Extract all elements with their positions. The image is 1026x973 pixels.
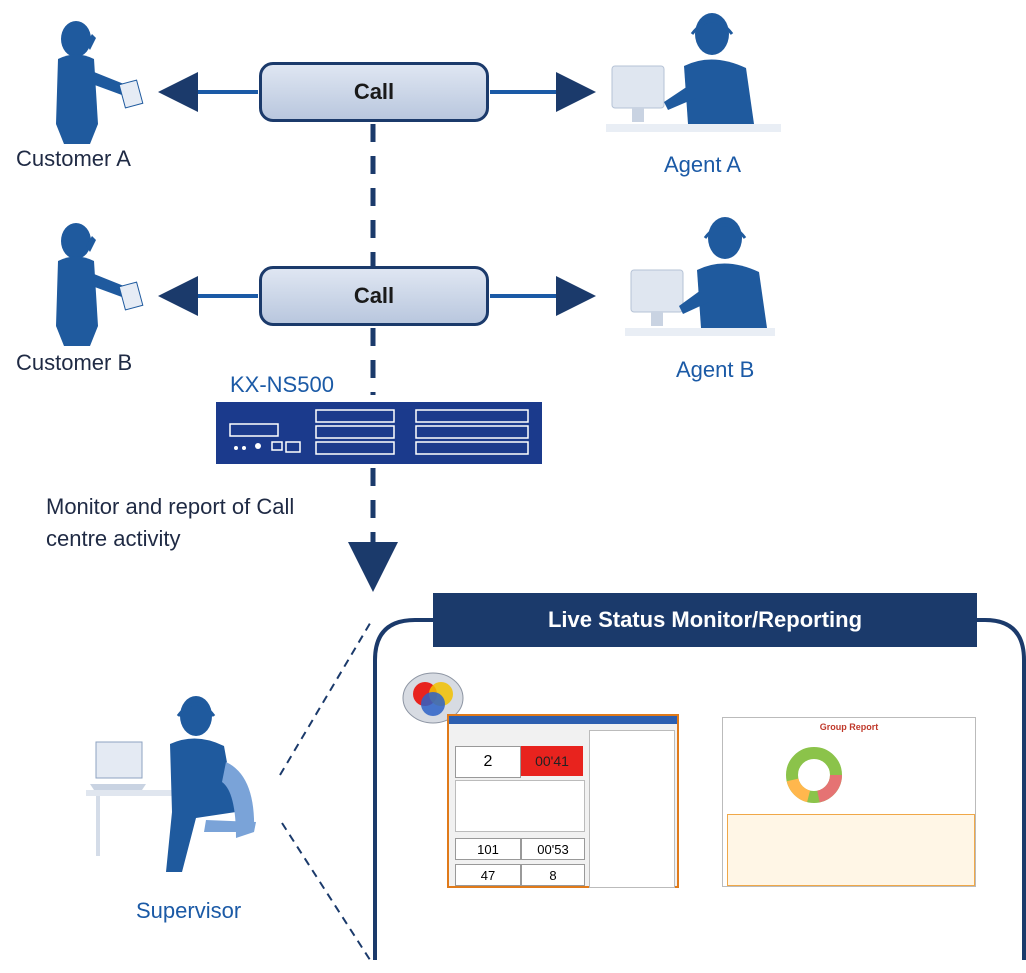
view-line-top	[279, 619, 373, 776]
report-donut-chart	[786, 747, 842, 803]
report-table	[727, 814, 975, 886]
panel-title: Live Status Monitor/Reporting	[433, 593, 977, 647]
supervisor-label: Supervisor	[136, 898, 242, 923]
app-logo-icon	[402, 672, 464, 724]
customer-a-icon	[56, 21, 144, 144]
agent-a-icon	[606, 13, 781, 132]
lost-value: 8	[521, 864, 585, 886]
report-title: Group Report	[819, 722, 879, 732]
status-table	[455, 780, 585, 832]
monitor-titlebar	[449, 716, 677, 724]
customer-b-label: Customer B	[16, 350, 133, 375]
customer-b-icon	[56, 223, 144, 346]
live-monitor-screenshot: 2 00'41 101 00'53 47 8	[447, 714, 679, 888]
agent-list-pane	[589, 730, 675, 888]
pbx-device-icon	[216, 402, 542, 464]
supervisor-icon	[86, 696, 256, 872]
view-line-bottom	[281, 822, 373, 964]
report-legend	[883, 748, 953, 804]
abandon-value: 47	[455, 864, 521, 886]
group-report-screenshot: Group Report	[722, 717, 976, 887]
agent-a-label: Agent A	[664, 152, 742, 177]
waiting-calls-value: 2	[455, 746, 521, 778]
longest-waiting-value: 00'41	[521, 746, 583, 776]
agent-b-icon	[625, 217, 775, 336]
call-box-a: Call	[259, 62, 489, 122]
monitor-text-line1: Monitor and report of Call	[46, 494, 295, 519]
monitor-text-line2: centre activity	[46, 526, 181, 551]
device-label: KX-NS500	[230, 372, 334, 397]
total-incoming-value: 101	[455, 838, 521, 860]
panel-frame	[373, 618, 1026, 960]
customer-a-label: Customer A	[16, 146, 131, 171]
call-box-b: Call	[259, 266, 489, 326]
avg-waiting-value: 00'53	[521, 838, 585, 860]
agent-b-label: Agent B	[676, 357, 755, 382]
